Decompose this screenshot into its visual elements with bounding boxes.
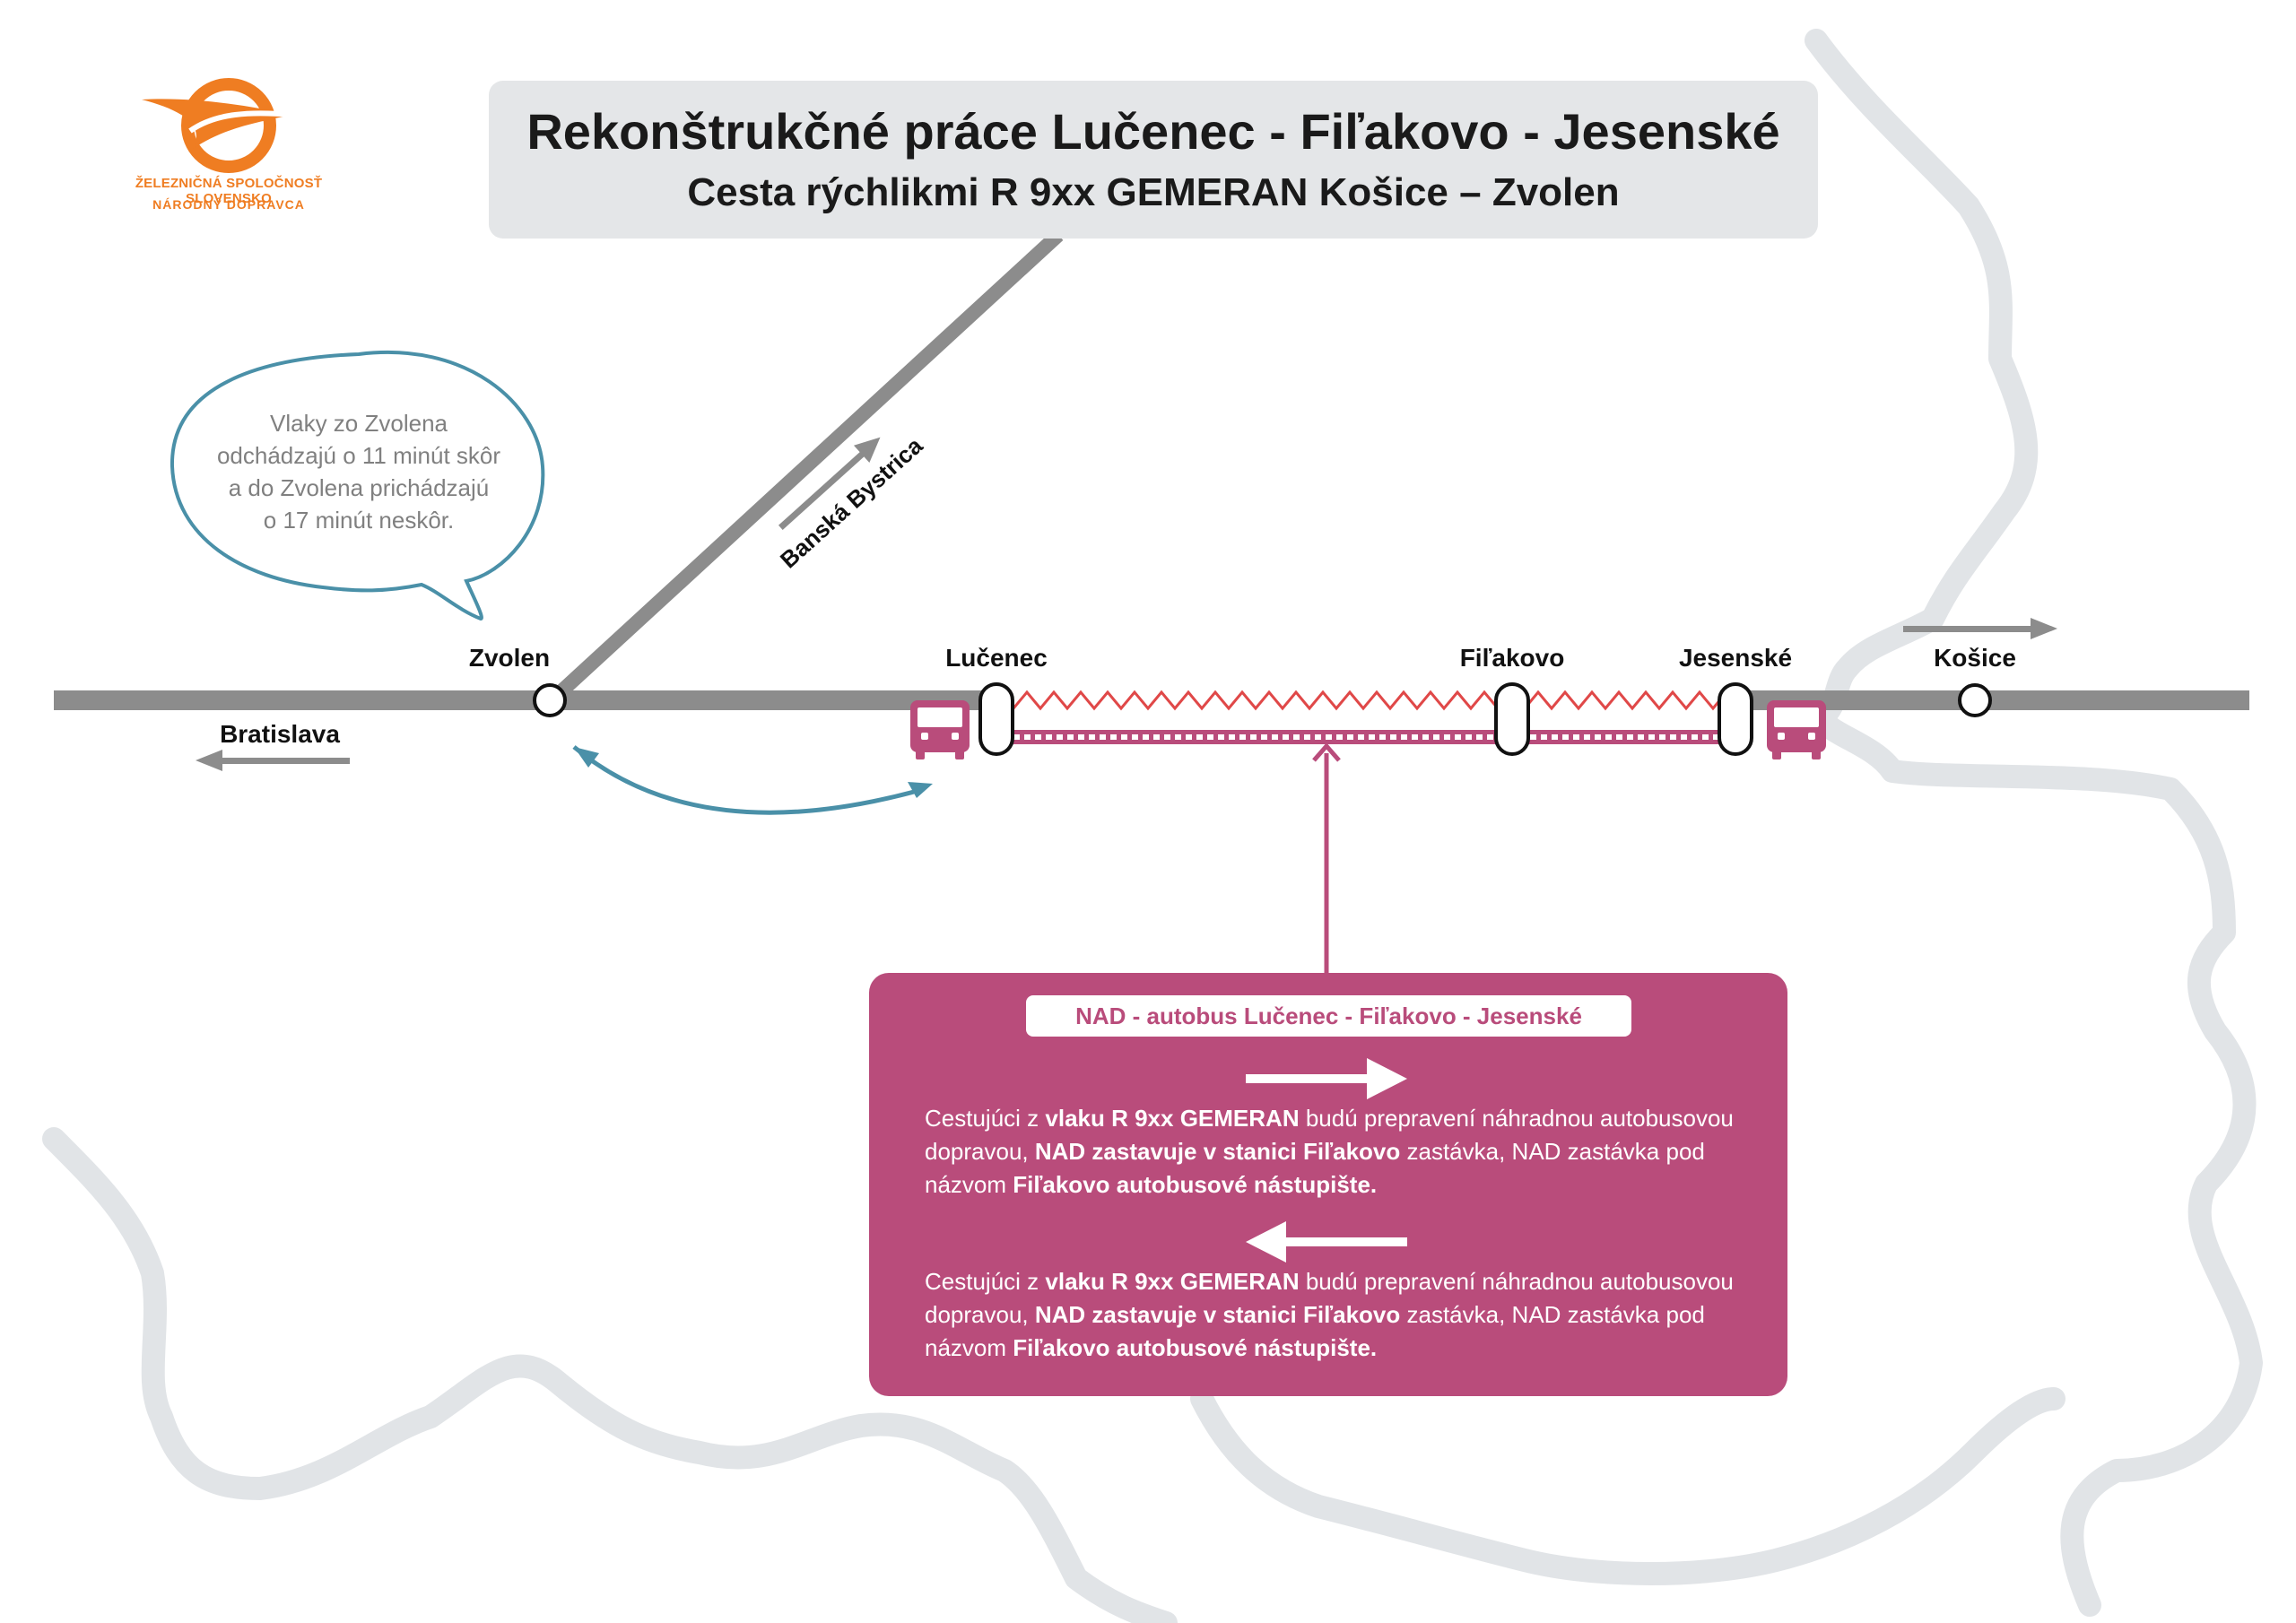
station-zvolen-marker[interactable] <box>533 683 567 717</box>
nad-paragraph-direction-2: Cestujúci z vlaku R 9xx GEMERAN budú pre… <box>925 1268 1734 1361</box>
closure-band <box>1000 690 1735 710</box>
bus-line <box>1000 730 1735 744</box>
bubble-line: a do Zvolena prichádzajú <box>228 474 490 501</box>
arrow-up-right-icon <box>778 437 881 530</box>
zssk-logo-icon <box>142 78 292 173</box>
arrow-left-icon <box>196 750 350 771</box>
station-jesenske-marker[interactable] <box>1718 682 1753 756</box>
nad-pointer-head <box>1312 742 1341 762</box>
station-label-lucenec: Lučenec <box>945 644 1048 672</box>
bus-icon <box>1767 700 1826 759</box>
arrow-right-icon <box>1903 618 2057 639</box>
bubble-line: odchádzajú o 11 minút skôr <box>216 442 501 469</box>
curved-arrow-head-left <box>574 747 599 768</box>
station-kosice-marker[interactable] <box>1958 683 1992 717</box>
curved-double-arrow <box>572 745 925 815</box>
closure-zigzag <box>998 690 1728 711</box>
bubble-line: o 17 minút neskôr. <box>263 507 455 534</box>
speech-bubble <box>170 351 545 621</box>
station-lucenec-marker[interactable] <box>978 682 1014 756</box>
station-label-kosice: Košice <box>1934 644 2016 672</box>
title-panel: Rekonštrukčné práce Lučenec - Fiľakovo -… <box>489 81 1818 239</box>
logo-company-name: ŽELEZNIČNÁ SPOLOČNOSŤ SLOVENSKO <box>135 176 323 206</box>
bus-icon <box>910 700 970 759</box>
logo: ŽELEZNIČNÁ SPOLOČNOSŤ SLOVENSKO NÁRODNÝ … <box>108 77 350 221</box>
page-subtitle: Cesta rýchlikmi R 9xx GEMERAN Košice – Z… <box>687 170 1620 214</box>
page-title: Rekonštrukčné práce Lučenec - Fiľakovo -… <box>526 102 1780 160</box>
station-label-jesenske: Jesenské <box>1679 644 1792 672</box>
station-filakovo-marker[interactable] <box>1494 682 1530 756</box>
station-label-filakovo: Fiľakovo <box>1460 644 1565 672</box>
nad-info-panel: NAD - autobus Lučenec - Fiľakovo - Jesen… <box>869 973 1787 1396</box>
speech-bubble-text: Vlaky zo Zvolena odchádzajú o 11 minút s… <box>184 407 534 536</box>
direction-label-bratislava: Bratislava <box>220 720 340 748</box>
map-border-south <box>42 1127 1178 1623</box>
direction-label-banska-bystrica: Banská Bystrica <box>775 431 928 573</box>
nad-paragraph-direction-1: Cestujúci z vlaku R 9xx GEMERAN budú pre… <box>925 1105 1734 1198</box>
track-banska-bystrica <box>546 230 1064 706</box>
arrow-right-icon <box>1246 1058 1407 1099</box>
nad-header: NAD - autobus Lučenec - Fiľakovo - Jesen… <box>1026 995 1631 1037</box>
logo-tagline: NÁRODNÝ DOPRAVCA <box>152 197 305 212</box>
map-border-east <box>1805 29 2263 1617</box>
bubble-line: Vlaky zo Zvolena <box>270 410 448 437</box>
station-label-zvolen: Zvolen <box>469 644 550 672</box>
curved-arrow-head-right <box>908 782 933 798</box>
arrow-left-icon <box>1246 1221 1407 1263</box>
map-outline <box>42 29 2263 1623</box>
map-border-south-2 <box>1190 1387 2066 1585</box>
